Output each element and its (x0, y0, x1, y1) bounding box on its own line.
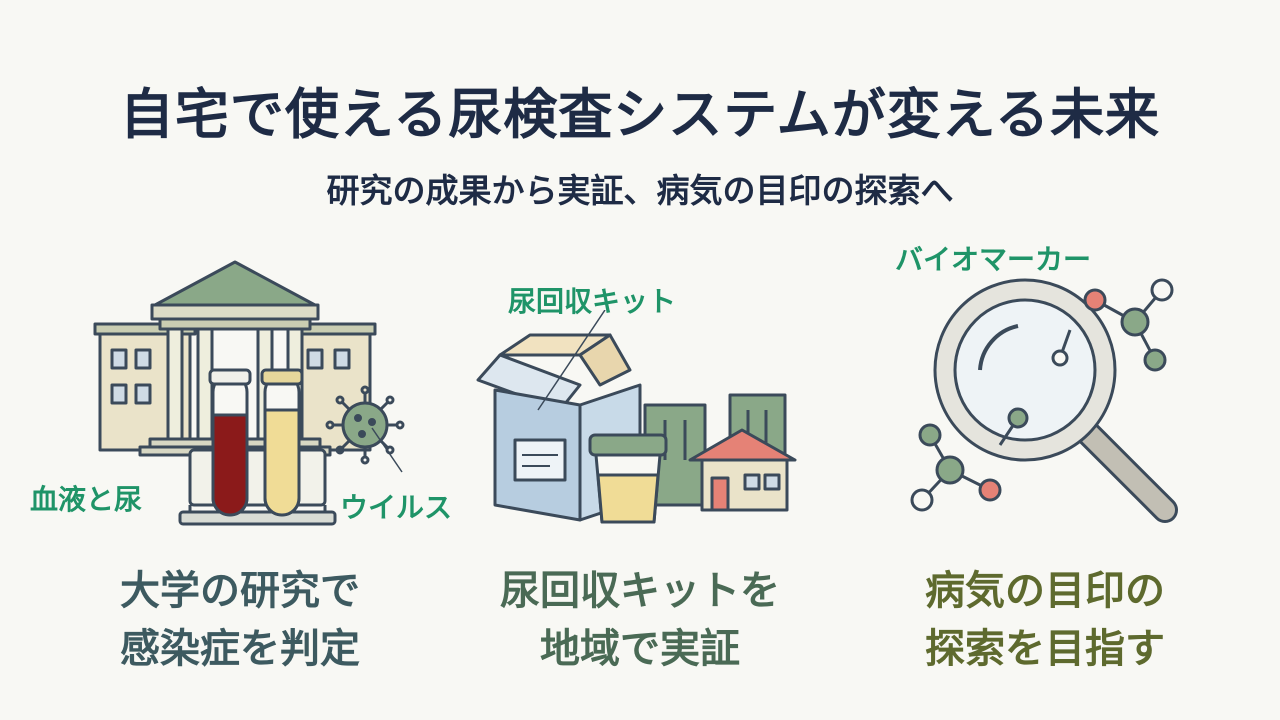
house-icon (688, 428, 797, 512)
caption-line-2: 地域で実証 (540, 626, 740, 672)
tube-rack (188, 448, 327, 507)
caption-line-1: 病気の目印の (925, 568, 1165, 614)
university-illustration (93, 260, 405, 526)
label-virus: ウイルス (340, 491, 453, 524)
kit-illustration (476, 310, 797, 524)
caption-kit: 尿回収キットを 地域で実証 (460, 562, 820, 678)
label-blood-and-urine: 血液と尿 (30, 483, 143, 516)
caption-line-1: 尿回収キットを (500, 568, 780, 614)
caption-line-2: 感染症を判定 (120, 626, 360, 672)
caption-line-2: 探索を目指す (925, 626, 1165, 672)
building-pediment (153, 260, 317, 307)
virus-icon (325, 385, 405, 465)
label-urine-kit: 尿回収キット (508, 285, 677, 318)
urine-cup-icon (588, 433, 668, 524)
caption-line-1: 大学の研究で (120, 568, 360, 614)
page-subtitle: 研究の成果から実証、病気の目印の探索へ (326, 171, 954, 210)
caption-university: 大学の研究で 感染症を判定 (60, 562, 420, 678)
caption-biomarker: 病気の目印の 探索を目指す (865, 562, 1225, 678)
biomarker-illustration (910, 278, 1178, 523)
page-title: 自宅で使える尿検査システムが変える未来 (119, 83, 1161, 146)
label-biomarker: バイオマーカー (895, 243, 1092, 276)
